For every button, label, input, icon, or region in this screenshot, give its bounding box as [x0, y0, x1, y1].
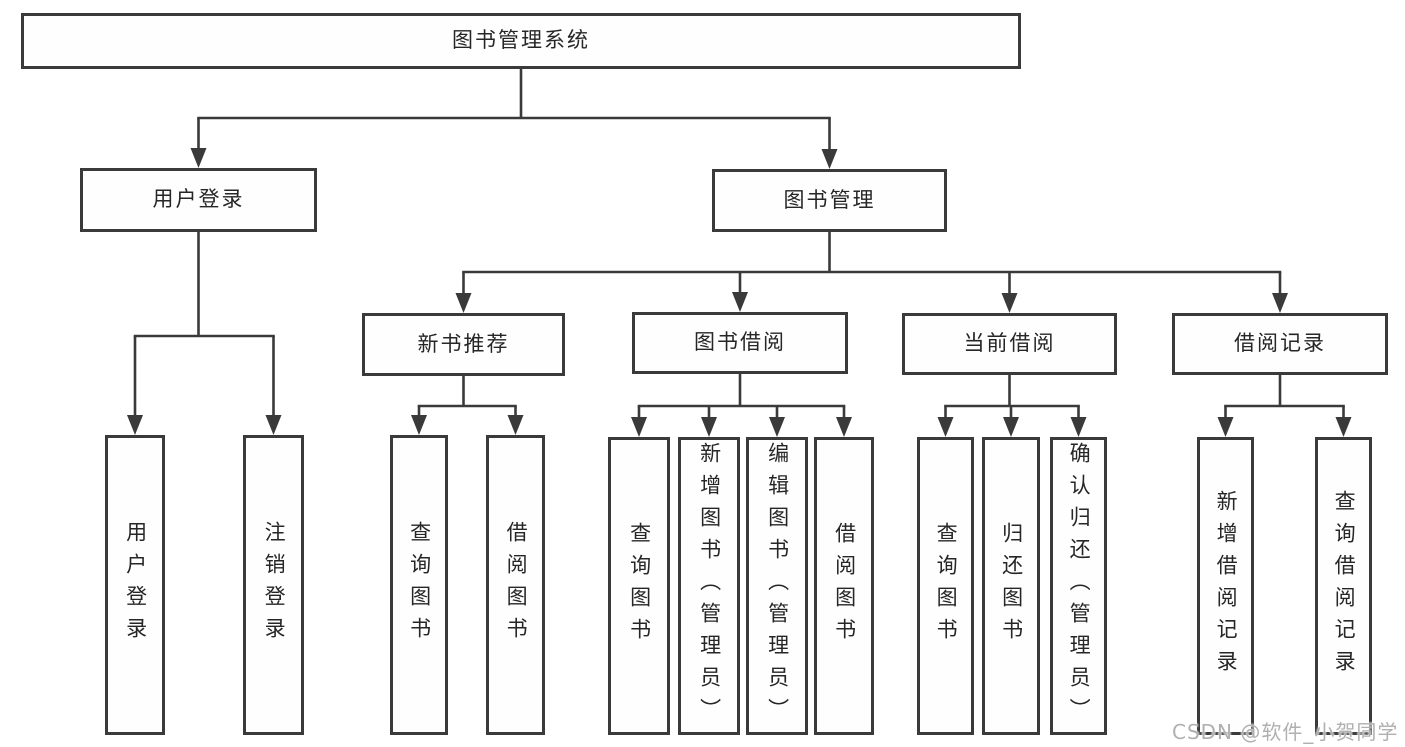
node-leaf-rec-borrow-book: 借阅图书 — [486, 435, 545, 735]
arrowhead-down-icon — [732, 292, 748, 312]
node-label: 当前借阅 — [963, 331, 1056, 356]
node-leaf-bb-add-book: 新增图书（管理员） — [678, 437, 740, 735]
node-leaf-user-login: 用户登录 — [105, 435, 165, 735]
node-label: 用户登录 — [152, 187, 245, 212]
node-leaf-bb-edit-book: 编辑图书（管理员） — [746, 437, 808, 735]
node-leaf-rec-query-book: 查询图书 — [390, 435, 448, 735]
node-label: 新书推荐 — [417, 331, 510, 356]
node-label: 归还图书 — [999, 522, 1024, 650]
node-label: 图书借阅 — [694, 330, 786, 355]
arrowhead-down-icon — [455, 293, 472, 313]
node-label: 查询图书 — [934, 522, 959, 650]
node-label: 查询图书 — [407, 521, 432, 649]
node-leaf-cb-confirm: 确认归还（管理员） — [1050, 437, 1107, 735]
node-label: 新增图书（管理员） — [697, 442, 722, 730]
arrowhead-down-icon — [701, 417, 717, 437]
arrowhead-down-icon — [631, 417, 647, 437]
arrowhead-down-icon — [1070, 417, 1087, 437]
node-leaf-bb-query-book: 查询图书 — [608, 437, 670, 735]
arrowhead-down-icon — [127, 415, 143, 435]
node-label: 查询图书 — [627, 522, 652, 650]
node-label: 借阅图书 — [832, 522, 857, 650]
node-leaf-br-add-record: 新增借阅记录 — [1197, 437, 1254, 735]
node-leaf-cb-query-book: 查询图书 — [917, 437, 974, 735]
arrowhead-down-icon — [1217, 417, 1234, 437]
arrowhead-down-icon — [411, 415, 427, 435]
node-user-login-branch: 用户登录 — [80, 168, 317, 232]
node-new-book-rec: 新书推荐 — [362, 313, 565, 376]
arrowhead-down-icon — [1003, 417, 1019, 437]
arrowhead-down-icon — [836, 417, 852, 437]
node-leaf-logout: 注销登录 — [243, 435, 304, 735]
arrowhead-down-icon — [1335, 417, 1352, 437]
node-leaf-bb-borrow-book: 借阅图书 — [814, 437, 874, 735]
node-book-mgmt-branch: 图书管理 — [712, 169, 947, 232]
arrowhead-down-icon — [1272, 293, 1288, 313]
node-label: 确认归还（管理员） — [1067, 442, 1092, 730]
node-leaf-br-query-record: 查询借阅记录 — [1315, 437, 1372, 735]
arrowhead-down-icon — [190, 148, 207, 168]
arrowhead-down-icon — [265, 415, 282, 435]
node-current-borrow: 当前借阅 — [902, 313, 1117, 375]
node-label: 查询借阅记录 — [1332, 490, 1357, 682]
node-label: 图书管理 — [783, 187, 876, 212]
node-label: 注销登录 — [262, 521, 287, 649]
node-book-borrow: 图书借阅 — [632, 312, 848, 374]
arrowhead-down-icon — [1001, 293, 1018, 313]
node-label: 借阅记录 — [1234, 331, 1326, 356]
node-leaf-cb-return-book: 归还图书 — [982, 437, 1040, 735]
node-label: 借阅图书 — [504, 521, 529, 649]
arrowhead-down-icon — [769, 417, 785, 437]
arrowhead-down-icon — [821, 149, 838, 169]
watermark: CSDN @软件_小贺同学 — [1172, 720, 1399, 744]
node-label: 用户登录 — [123, 521, 148, 649]
node-label: 新增借阅记录 — [1214, 490, 1239, 682]
node-borrow-records: 借阅记录 — [1172, 313, 1388, 375]
node-label: 图书管理系统 — [452, 28, 590, 53]
arrowhead-down-icon — [507, 415, 524, 435]
node-label: 编辑图书（管理员） — [765, 442, 790, 730]
arrowhead-down-icon — [937, 417, 954, 437]
node-root: 图书管理系统 — [21, 13, 1021, 69]
